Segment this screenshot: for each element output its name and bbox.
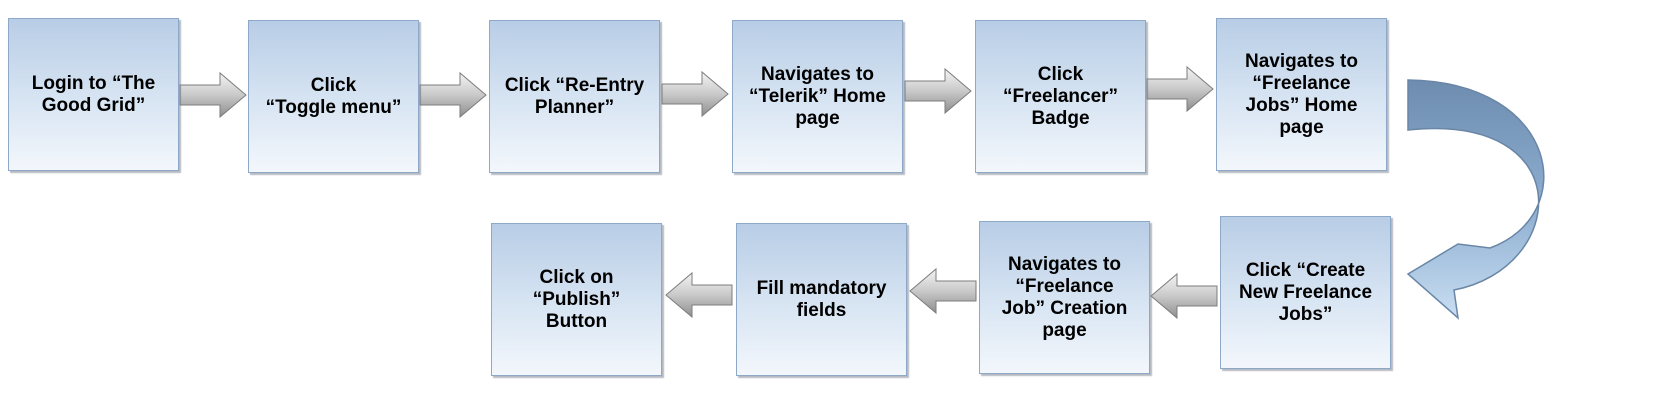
step-label: Click “Toggle menu” — [265, 74, 402, 118]
step-label: Navigates to “Freelance Jobs” Home page — [1245, 50, 1358, 138]
step-label: Click on “Publish” Button — [532, 266, 621, 332]
right-arrow — [661, 70, 729, 118]
left-arrow — [1150, 272, 1218, 320]
step-box-click-publish: Click on “Publish” Button — [491, 223, 662, 376]
step-box-login: Login to “The Good Grid” — [8, 18, 179, 171]
step-box-create-new-freelance-jobs: Click “Create New Freelance Jobs” — [1220, 216, 1391, 369]
step-label: Click “Re-Entry Planner” — [504, 74, 645, 118]
step-box-telerik-home: Navigates to “Telerik” Home page — [732, 20, 903, 173]
right-arrow — [179, 71, 247, 119]
step-box-freelance-job-creation: Navigates to “Freelance Job” Creation pa… — [979, 221, 1150, 374]
step-label: Click “Freelancer” Badge — [1002, 63, 1119, 129]
step-label: Login to “The Good Grid” — [31, 72, 156, 116]
right-arrow — [904, 67, 972, 115]
step-box-freelance-jobs-home: Navigates to “Freelance Jobs” Home page — [1216, 18, 1387, 171]
step-box-toggle-menu: Click “Toggle menu” — [248, 20, 419, 173]
left-arrow — [909, 267, 977, 315]
right-arrow — [419, 71, 487, 119]
step-label: Click “Create New Freelance Jobs” — [1238, 259, 1373, 325]
step-box-re-entry-planner: Click “Re-Entry Planner” — [489, 20, 660, 173]
step-label: Fill mandatory fields — [756, 277, 887, 321]
right-arrow — [1146, 65, 1214, 113]
u-turn-arrow — [1406, 79, 1545, 320]
step-box-freelancer-badge: Click “Freelancer” Badge — [975, 20, 1146, 173]
step-label: Navigates to “Freelance Job” Creation pa… — [1001, 253, 1128, 341]
step-box-fill-mandatory-fields: Fill mandatory fields — [736, 223, 907, 376]
step-label: Navigates to “Telerik” Home page — [749, 63, 886, 129]
left-arrow — [665, 271, 733, 319]
